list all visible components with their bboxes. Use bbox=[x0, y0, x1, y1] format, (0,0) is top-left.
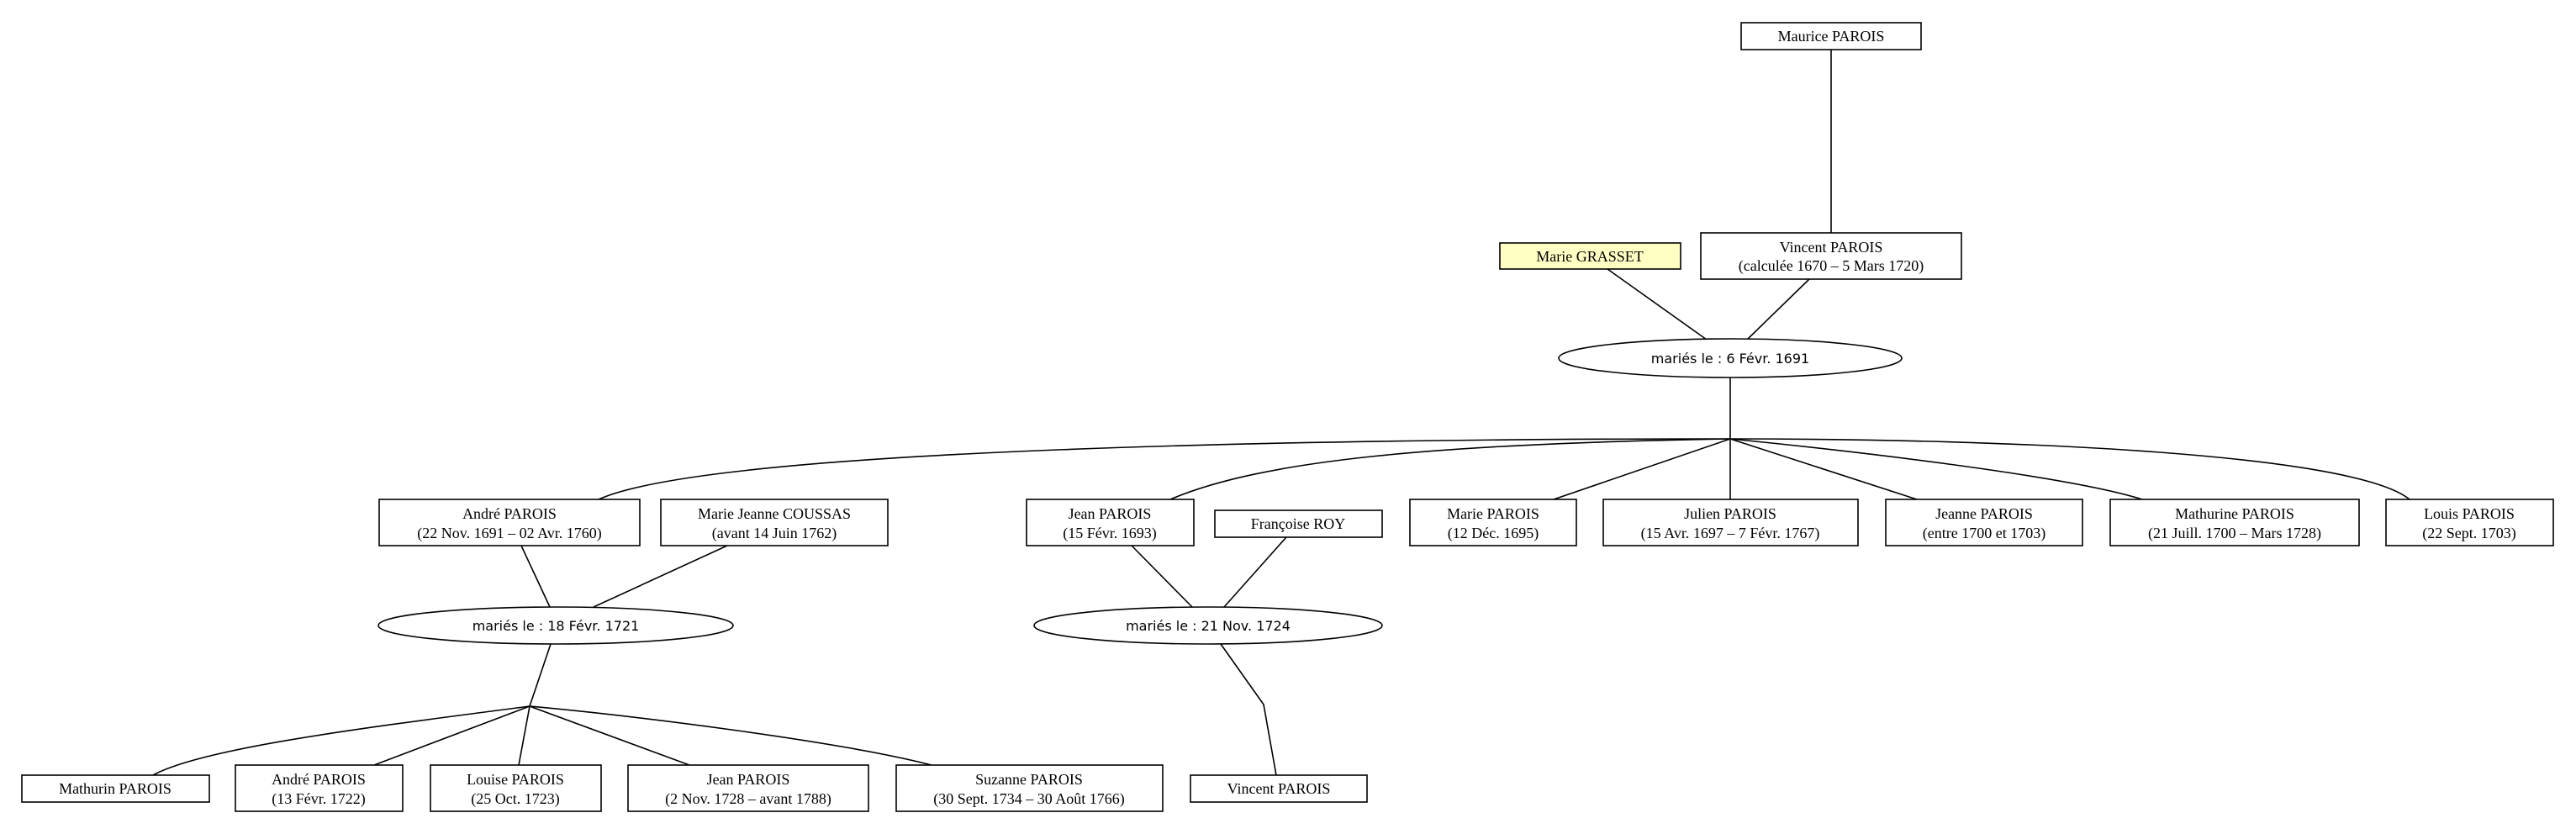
person-dates: (avant 14 Juin 1762) bbox=[712, 525, 837, 542]
marriage-node-1721: mariés le : 18 Févr. 1721 bbox=[377, 606, 734, 645]
edge-hub2-mathurin bbox=[152, 705, 531, 776]
edge-andre-m1721 bbox=[520, 545, 551, 608]
edge-hub-mathurine bbox=[1729, 438, 2143, 500]
person-name: Suzanne PAROIS bbox=[975, 771, 1083, 788]
person-dates: (30 Sept. 1734 – 30 Août 1766) bbox=[933, 790, 1125, 808]
edge-hub-jeanne bbox=[1729, 438, 1918, 500]
person-name: Jean PAROIS bbox=[707, 771, 790, 788]
edge-m1724-vincent-jr bbox=[1220, 643, 1277, 776]
person-name: Françoise ROY bbox=[1251, 515, 1345, 532]
person-node-mathurine: Mathurine PAROIS (21 Juill. 1700 – Mars … bbox=[2109, 499, 2360, 546]
person-node-louis: Louis PAROIS (22 Sept. 1703) bbox=[2385, 499, 2554, 546]
person-name: André PAROIS bbox=[462, 505, 557, 522]
person-dates: (12 Déc. 1695) bbox=[1448, 525, 1539, 542]
edge-hub-andre bbox=[598, 438, 1731, 500]
marriage-node-1724: mariés le : 21 Nov. 1724 bbox=[1033, 606, 1383, 645]
person-node-jean: Jean PAROIS (15 Févr. 1693) bbox=[1026, 499, 1195, 546]
person-node-andre-jr: André PAROIS (13 Févr. 1722) bbox=[235, 764, 404, 812]
edge-hub-marie bbox=[1553, 438, 1731, 500]
person-dates: (2 Nov. 1728 – avant 1788) bbox=[665, 790, 831, 808]
person-nodes: Maurice PAROIS Vincent PAROIS (calculée … bbox=[21, 22, 2554, 812]
person-dates: (25 Oct. 1723) bbox=[471, 790, 559, 808]
marriage-node-1691: mariés le : 6 Févr. 1691 bbox=[1558, 338, 1903, 378]
person-node-marie-grasset: Marie GRASSET bbox=[1499, 242, 1681, 270]
person-name: Marie PAROIS bbox=[1447, 505, 1539, 522]
edge-jean-m1724 bbox=[1131, 545, 1193, 608]
person-node-andre: André PAROIS (22 Nov. 1691 – 02 Avr. 176… bbox=[378, 499, 641, 546]
marriage-label-1721: mariés le : 18 Févr. 1721 bbox=[472, 618, 640, 634]
edge-m1721-hub bbox=[529, 643, 552, 707]
edge-hub2-suzanne bbox=[529, 705, 932, 766]
person-name: Marie Jeanne COUSSAS bbox=[698, 505, 851, 522]
person-name: Jean PAROIS bbox=[1069, 505, 1152, 522]
edge-hub-louis bbox=[1729, 438, 2410, 500]
highlight-box bbox=[1499, 242, 1681, 270]
person-name: Louise PAROIS bbox=[467, 771, 564, 788]
person-node-jeanne: Jeanne PAROIS (entre 1700 et 1703) bbox=[1885, 499, 2083, 546]
person-node-maurice: Maurice PAROIS bbox=[1740, 22, 1922, 50]
person-node-louise: Louise PAROIS (25 Oct. 1723) bbox=[430, 764, 602, 812]
marriage-label-1724: mariés le : 21 Nov. 1724 bbox=[1126, 618, 1291, 634]
person-name: Mathurine PAROIS bbox=[2175, 505, 2294, 522]
edge-vincent-m1691 bbox=[1746, 278, 1810, 340]
person-dates: (15 Avr. 1697 – 7 Févr. 1767) bbox=[1641, 525, 1820, 542]
person-name: Louis PAROIS bbox=[2424, 505, 2515, 522]
person-name: Marie GRASSET bbox=[1536, 248, 1644, 265]
person-dates: (calculée 1670 – 5 Mars 1720) bbox=[1739, 257, 1924, 275]
person-dates: (22 Sept. 1703) bbox=[2422, 525, 2516, 542]
marriage-label-1691: mariés le : 6 Févr. 1691 bbox=[1651, 351, 1809, 367]
edge-grasset-m1691 bbox=[1607, 268, 1708, 340]
person-name: Jeanne PAROIS bbox=[1935, 505, 2033, 522]
person-node-jean-jr: Jean PAROIS (2 Nov. 1728 – avant 1788) bbox=[627, 764, 869, 812]
person-name: Vincent PAROIS bbox=[1780, 239, 1883, 256]
person-node-vincent-jr: Vincent PAROIS bbox=[1190, 774, 1368, 803]
person-dates: (entre 1700 et 1703) bbox=[1923, 525, 2045, 542]
edges bbox=[152, 50, 2410, 776]
person-dates: (21 Juill. 1700 – Mars 1728) bbox=[2148, 525, 2321, 542]
edge-hub-jean bbox=[1169, 438, 1731, 500]
edge-hub2-andre-jr bbox=[373, 705, 531, 766]
person-dates: (13 Févr. 1722) bbox=[272, 790, 366, 808]
person-node-suzanne: Suzanne PAROIS (30 Sept. 1734 – 30 Août … bbox=[895, 764, 1164, 812]
marriage-nodes: mariés le : 6 Févr. 1691 mariés le : 18 … bbox=[377, 338, 1903, 645]
edge-hub2-jean-jr bbox=[529, 705, 690, 766]
person-name: Maurice PAROIS bbox=[1778, 28, 1885, 45]
person-node-julien: Julien PAROIS (15 Avr. 1697 – 7 Févr. 17… bbox=[1602, 499, 1859, 546]
person-node-vincent-sr: Vincent PAROIS (calculée 1670 – 5 Mars 1… bbox=[1700, 232, 1962, 280]
edge-coussas-m1721 bbox=[593, 545, 728, 608]
person-node-francoise-roy: Françoise ROY bbox=[1214, 509, 1383, 538]
person-node-mathurin: Mathurin PAROIS bbox=[21, 774, 210, 803]
person-name: Mathurin PAROIS bbox=[59, 780, 172, 797]
person-name: André PAROIS bbox=[272, 771, 366, 788]
edge-roy-m1724 bbox=[1223, 536, 1287, 608]
person-dates: (15 Févr. 1693) bbox=[1063, 525, 1157, 542]
person-name: Vincent PAROIS bbox=[1227, 780, 1331, 797]
person-node-marie: Marie PAROIS (12 Déc. 1695) bbox=[1409, 499, 1577, 546]
person-dates: (22 Nov. 1691 – 02 Avr. 1760) bbox=[417, 525, 602, 542]
edge-hub2-louise bbox=[518, 705, 531, 766]
person-node-marie-jeanne-coussas: Marie Jeanne COUSSAS (avant 14 Juin 1762… bbox=[660, 499, 889, 546]
person-name: Julien PAROIS bbox=[1684, 505, 1776, 522]
